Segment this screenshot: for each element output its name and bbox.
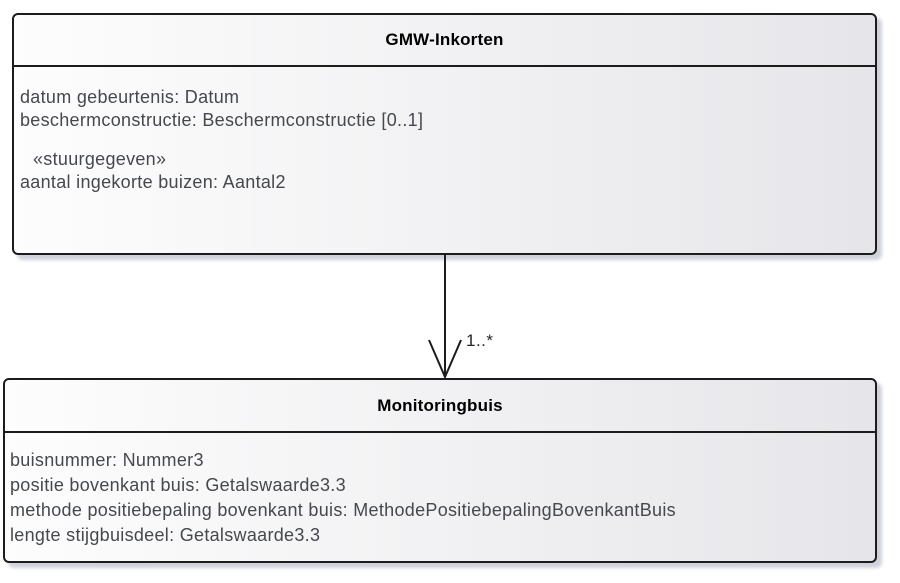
multiplicity-label: 1..* <box>466 331 494 350</box>
attribute-line: buisnummer: Nummer3 <box>10 450 204 470</box>
class-box-monitoringbuis[interactable]: Monitoringbuis buisnummer: Nummer3 posit… <box>3 378 877 563</box>
association-connector[interactable] <box>420 255 580 380</box>
attribute-line: datum gebeurtenis: Datum <box>20 87 240 107</box>
attribute-line: positie bovenkant buis: Getalswaarde3.3 <box>10 475 346 495</box>
class-title-monitoringbuis: Monitoringbuis <box>5 380 875 433</box>
class-attributes-compartment: buisnummer: Nummer3 positie bovenkant bu… <box>5 433 875 548</box>
class-box-gmw-inkorten[interactable]: GMW-Inkorten datum gebeurtenis: Datum be… <box>12 13 877 255</box>
attribute-line: methode positiebepaling bovenkant buis: … <box>10 500 676 520</box>
class-attributes-compartment: datum gebeurtenis: Datum beschermconstru… <box>14 67 875 194</box>
stereotype-label: «stuurgegeven» <box>33 149 167 169</box>
attribute-line: lengte stijgbuisdeel: Getalswaarde3.3 <box>10 525 321 545</box>
open-arrowhead-icon <box>428 339 462 380</box>
attribute-line: aantal ingekorte buizen: Aantal2 <box>20 172 286 192</box>
class-title-gmw-inkorten: GMW-Inkorten <box>14 15 875 67</box>
attribute-line: beschermconstructie: Beschermconstructie… <box>20 110 424 130</box>
